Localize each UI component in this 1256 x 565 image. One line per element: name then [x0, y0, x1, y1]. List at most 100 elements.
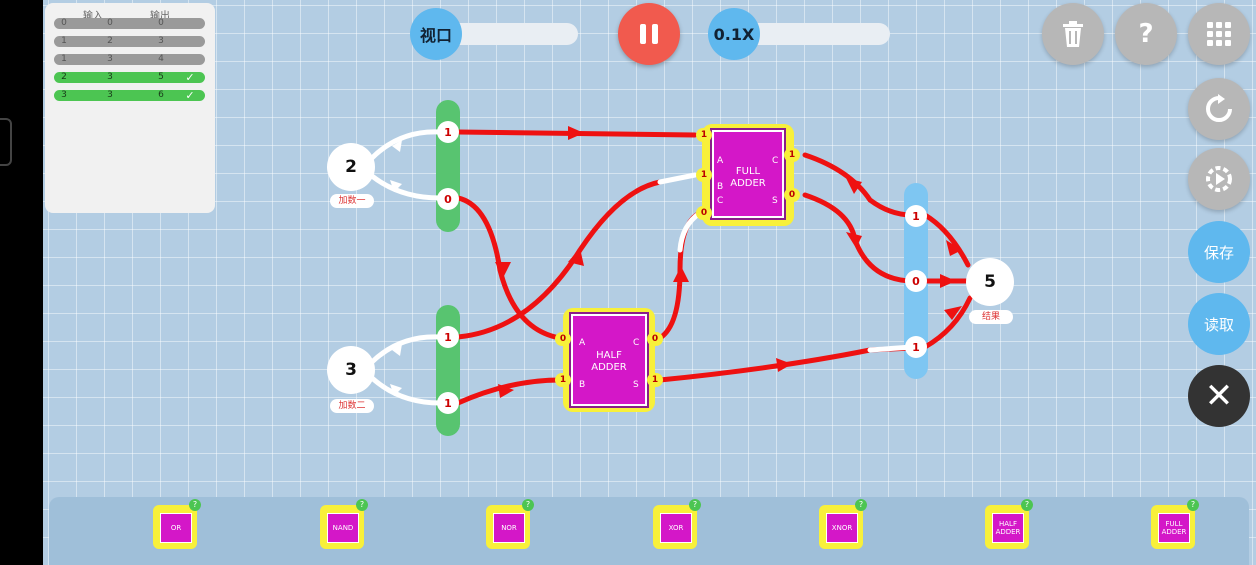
half-adder-output-s[interactable]: 1	[647, 373, 663, 387]
port-label: B	[717, 182, 724, 192]
grid-menu-button[interactable]	[1188, 3, 1250, 65]
bus-b-pin[interactable]: 1	[437, 326, 459, 348]
pause-icon	[640, 24, 646, 44]
output-bus-pin[interactable]: 0	[905, 270, 927, 292]
tool-label: NOR	[493, 513, 525, 543]
check-icon: ✓	[185, 89, 195, 102]
truth-table-header-output: 输出	[150, 11, 170, 22]
help-icon[interactable]: ?	[855, 499, 867, 511]
flow-arrow	[673, 266, 689, 282]
toolbox-xnor-gate[interactable]: XNOR ?	[819, 499, 867, 549]
toolbox-nor-gate[interactable]: NOR ?	[486, 499, 534, 549]
help-icon[interactable]: ?	[522, 499, 534, 511]
bus-a-pin[interactable]: 1	[437, 121, 459, 143]
left-bezel	[0, 0, 43, 565]
help-icon[interactable]: ?	[1021, 499, 1033, 511]
speed-slider[interactable]	[735, 23, 890, 45]
toolbox-or-gate[interactable]: OR ?	[153, 499, 201, 549]
half-adder-input-a[interactable]: 0	[555, 332, 571, 346]
bezel-tab	[0, 118, 12, 166]
flow-arrow	[568, 126, 584, 140]
flow-arrow	[495, 262, 511, 278]
truth-table-row: 0 0 0	[54, 18, 205, 29]
toolbox-nand-gate[interactable]: NAND ?	[320, 499, 368, 549]
save-button[interactable]: 保存	[1188, 221, 1250, 283]
output-bus-pin[interactable]: 1	[905, 336, 927, 358]
viewport-slider[interactable]	[435, 23, 578, 45]
run-settings-button[interactable]	[1188, 148, 1250, 210]
full-adder-input-a[interactable]: 1	[696, 128, 712, 142]
input-node-b[interactable]: 3	[327, 346, 375, 394]
refresh-button[interactable]	[1188, 78, 1250, 140]
flow-arrow	[846, 178, 862, 194]
full-adder-input-b[interactable]: 1	[696, 168, 712, 182]
full-adder-title: FULL	[735, 166, 761, 177]
port-label: C	[772, 156, 779, 166]
full-adder-gate[interactable]: FULL ADDER A B C C S 1 1 0 1 0	[696, 124, 800, 226]
full-adder-output-s[interactable]: 0	[784, 188, 800, 202]
full-adder-output-c[interactable]: 1	[784, 148, 800, 162]
bus-a-pin[interactable]: 0	[437, 188, 459, 210]
trash-icon	[1063, 21, 1083, 47]
half-adder-input-b[interactable]: 1	[555, 373, 571, 387]
speed-label: 0.1X	[713, 24, 755, 44]
full-adder-input-c[interactable]: 0	[696, 206, 712, 220]
row-input-b: 2	[107, 36, 113, 46]
output-value: 5	[984, 272, 996, 292]
flow-arrow	[498, 384, 514, 398]
help-icon: ?	[1138, 19, 1154, 49]
canvas-stage[interactable]	[43, 0, 1256, 565]
help-icon[interactable]: ?	[1187, 499, 1199, 511]
flow-arrow	[944, 306, 962, 320]
port-label: C	[633, 338, 640, 348]
viewport-button[interactable]: 视口	[410, 8, 462, 60]
help-button[interactable]: ?	[1115, 3, 1177, 65]
flow-arrow	[568, 248, 584, 266]
trash-button[interactable]	[1042, 3, 1104, 65]
load-button[interactable]: 读取	[1188, 293, 1250, 355]
play-gear-icon	[1206, 166, 1232, 192]
bus-b-pin[interactable]: 1	[437, 392, 459, 414]
half-adder-gate[interactable]: HALF ADDER A B C S 0 1 0 1	[555, 308, 663, 412]
port-label: B	[579, 380, 586, 390]
toolbox-xor-gate[interactable]: XOR ?	[653, 499, 701, 549]
full-adder-body: FULL ADDER A B C C S	[710, 128, 786, 220]
wire-a-bit1	[369, 129, 443, 161]
port-label: A	[579, 338, 586, 348]
row-input-a: 0	[61, 18, 67, 28]
component-toolbox	[49, 497, 1249, 565]
load-label: 读取	[1203, 315, 1234, 334]
truth-table-row: 1 3 4	[54, 54, 205, 65]
output-node[interactable]: 5	[966, 258, 1014, 306]
refresh-icon	[1206, 94, 1232, 122]
grid-menu-icon	[1207, 22, 1231, 46]
truth-table-header-input: 输入	[83, 11, 103, 22]
port-label: S	[633, 380, 639, 390]
pause-button[interactable]	[618, 3, 680, 65]
output-bus-pin[interactable]: 1	[905, 205, 927, 227]
row-input-a: 1	[61, 36, 67, 46]
help-icon[interactable]: ?	[689, 499, 701, 511]
input-node-a[interactable]: 2	[327, 143, 375, 191]
row-input-a: 1	[61, 54, 67, 64]
truth-table-row: 2 3 5 ✓	[54, 72, 205, 83]
truth-table-row: 1 2 3	[54, 36, 205, 47]
speed-button[interactable]: 0.1X	[708, 8, 760, 60]
flow-arrow	[846, 232, 862, 248]
toolbox-half-adder[interactable]: HALF ADDER ?	[985, 499, 1033, 549]
wire-b0-to-ha	[455, 377, 563, 406]
output-label: 结果	[969, 310, 1013, 324]
row-input-b: 3	[107, 54, 113, 64]
help-icon[interactable]: ?	[356, 499, 368, 511]
help-icon[interactable]: ?	[189, 499, 201, 511]
flow-arrow	[390, 384, 402, 396]
flow-arrow	[390, 180, 402, 192]
wire-a-bit0	[369, 173, 443, 201]
flow-arrow	[392, 344, 402, 356]
close-button[interactable]: ✕	[1188, 365, 1250, 427]
row-input-a: 2	[61, 72, 67, 82]
flow-arrow	[946, 240, 962, 256]
toolbox-full-adder[interactable]: FULL ADDER ?	[1151, 499, 1199, 549]
half-adder-output-c[interactable]: 0	[647, 332, 663, 346]
input-b-value: 3	[345, 360, 357, 380]
